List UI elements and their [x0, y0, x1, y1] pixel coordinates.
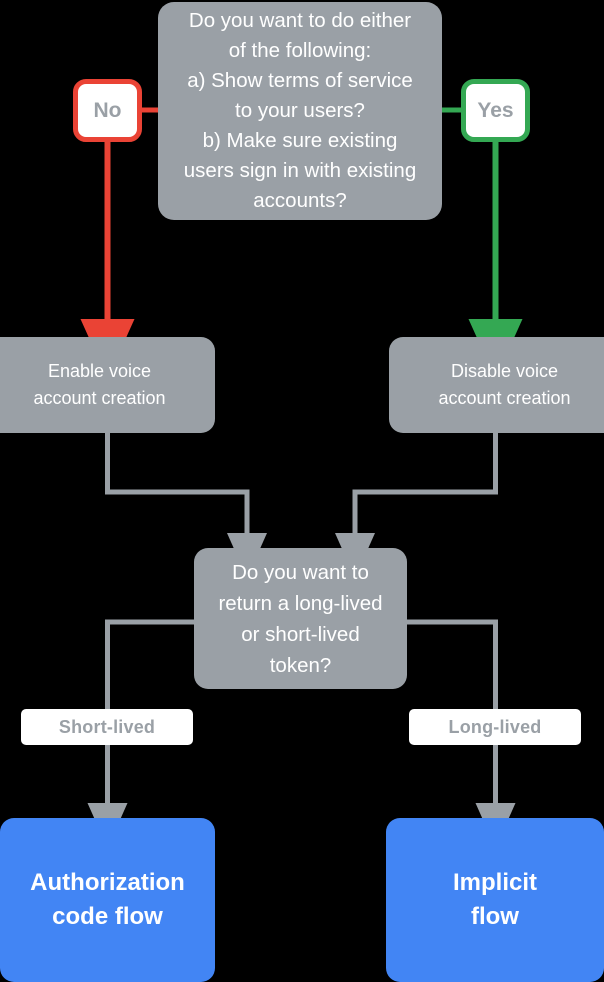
decision-top-line-5: b) Make sure existing [202, 129, 398, 152]
connector-disable-to-decision [335, 433, 498, 578]
edge-label-long-lived-text: Long-lived [448, 716, 542, 737]
edge-label-short-lived-text: Short-lived [58, 716, 156, 737]
process-node-enable-voice-account-creation[interactable]: Enable voice account creation [0, 337, 215, 433]
terminal-node-implicit-flow[interactable]: Implicit flow [386, 818, 604, 982]
branch-badge-no[interactable]: No [73, 79, 142, 142]
decision-top-line-1: Do you want to do either [188, 9, 412, 32]
edge-label-long-lived: Long-lived [409, 709, 581, 745]
process-right-line-2: account creation [438, 388, 571, 408]
decision-mid-line-4: token? [269, 653, 332, 677]
terminal-left-line-1: Authorization [30, 869, 185, 896]
process-left-line-1: Enable voice [47, 361, 152, 381]
terminal-right-line-2: flow [470, 903, 519, 930]
decision-mid-line-2: return a long-lived [218, 591, 383, 615]
terminal-node-authorization-code-flow[interactable]: Authorization code flow [0, 818, 215, 982]
decision-node-account-linking[interactable]: Do you want to do either of the followin… [158, 2, 442, 220]
process-node-disable-voice-account-creation[interactable]: Disable voice account creation [389, 337, 604, 433]
decision-top-line-2: of the following: [228, 39, 372, 62]
decision-top-line-7: accounts? [253, 189, 347, 212]
edge-label-short-lived: Short-lived [21, 709, 193, 745]
decision-top-line-6: users sign in with existing [183, 159, 417, 182]
decision-top-line-4: to your users? [235, 99, 365, 122]
decision-mid-line-3: or short-lived [241, 622, 360, 646]
connector-enable-to-decision [105, 433, 267, 578]
process-left-line-2: account creation [33, 388, 166, 408]
decision-top-line-3: a) Show terms of service [187, 69, 413, 92]
terminal-right-line-1: Implicit [452, 869, 537, 896]
decision-node-token-lifetime[interactable]: Do you want to return a long-lived or sh… [194, 548, 407, 689]
branch-badge-no-label: No [93, 98, 122, 122]
process-right-line-1: Disable voice [450, 361, 559, 381]
branch-badge-yes-label: Yes [477, 98, 514, 122]
terminal-left-line-2: code flow [52, 903, 163, 930]
decision-mid-line-1: Do you want to [232, 560, 369, 584]
branch-badge-yes[interactable]: Yes [461, 79, 530, 142]
